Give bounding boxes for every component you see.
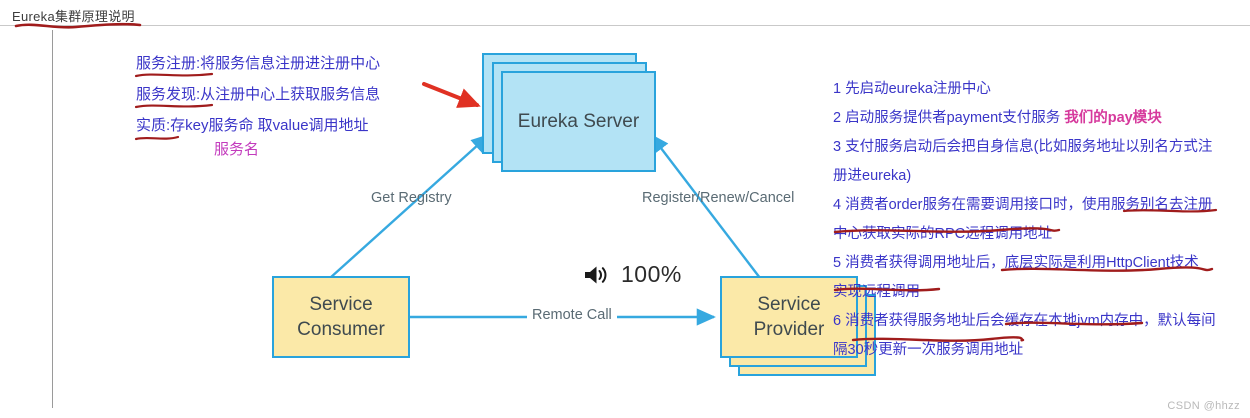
left-annotation-block: 服务注册:将服务信息注册进注册中心 服务发现:从注册中心上获取服务信息 实质:存…: [136, 48, 381, 158]
service-provider-label-line2: Provider: [753, 319, 825, 340]
edge-label-get-registry: Get Registry: [371, 190, 452, 206]
right-annotation-line-9: 6 消费者获得服务地址后会缓存在本地jvm内存中，默认每间: [833, 313, 1216, 329]
watermark: CSDN @hhzz: [1167, 400, 1240, 412]
left-annotation-subnote: 服务名: [214, 141, 260, 158]
left-annotation-line-3: 实质:存key服务命 取value调用地址: [136, 117, 369, 134]
right-annotation-highlight: 我们的pay模块: [1064, 110, 1162, 126]
left-annotation-line-1: 服务注册:将服务信息注册进注册中心: [136, 55, 381, 72]
service-provider-label-line1: Service: [757, 294, 821, 315]
right-annotation-block: 1 先启动eureka注册中心 2 启动服务提供者payment支付服务 我们的…: [833, 75, 1216, 365]
page-left-margin-rule: [52, 30, 53, 408]
volume-osd: 100%: [583, 261, 682, 288]
right-annotation-line-1: 1 先启动eureka注册中心: [833, 81, 991, 97]
right-annotation-line-6: 中心获取实际的RPC远程调用地址: [833, 226, 1053, 242]
right-annotation-line-7: 5 消费者获得调用地址后，底层实际是利用HttpClient技术: [833, 255, 1199, 271]
volume-level-label: 100%: [621, 261, 682, 287]
right-annotation-line-4: 册进eureka): [833, 168, 912, 184]
service-consumer-label-line2: Consumer: [297, 319, 385, 340]
right-annotation-line-8: 实现远程调用: [833, 284, 920, 300]
right-annotation-line-5: 4 消费者order服务在需要调用接口时，使用服务别名去注册: [833, 197, 1213, 213]
left-annotation-line-2: 服务发现:从注册中心上获取服务信息: [136, 86, 381, 103]
header-divider: [0, 25, 1250, 26]
edge-get-registry: [329, 133, 491, 279]
eureka-server-label: Eureka Server: [517, 111, 640, 132]
right-annotation-line-2: 2 启动服务提供者payment支付服务 我们的pay模块: [833, 110, 1162, 126]
right-annotation-line-10: 隔30秒更新一次服务调用地址: [833, 342, 1024, 358]
service-consumer-label-line1: Service: [309, 294, 373, 315]
edge-label-register-renew-cancel: Register/Renew/Cancel: [642, 190, 795, 206]
eureka-server-node[interactable]: Eureka Server: [501, 71, 656, 172]
edge-label-remote-call: Remote Call: [527, 307, 617, 323]
right-annotation-line-3: 3 支付服务启动后会把自身信息(比如服务地址以别名方式注: [833, 139, 1213, 155]
red-pointer-arrow: [422, 82, 481, 108]
edge-register-renew-cancel: [649, 133, 761, 279]
service-consumer-node[interactable]: Service Consumer: [272, 276, 410, 358]
page-title: Eureka集群原理说明: [12, 9, 135, 24]
speaker-icon: [585, 266, 607, 283]
